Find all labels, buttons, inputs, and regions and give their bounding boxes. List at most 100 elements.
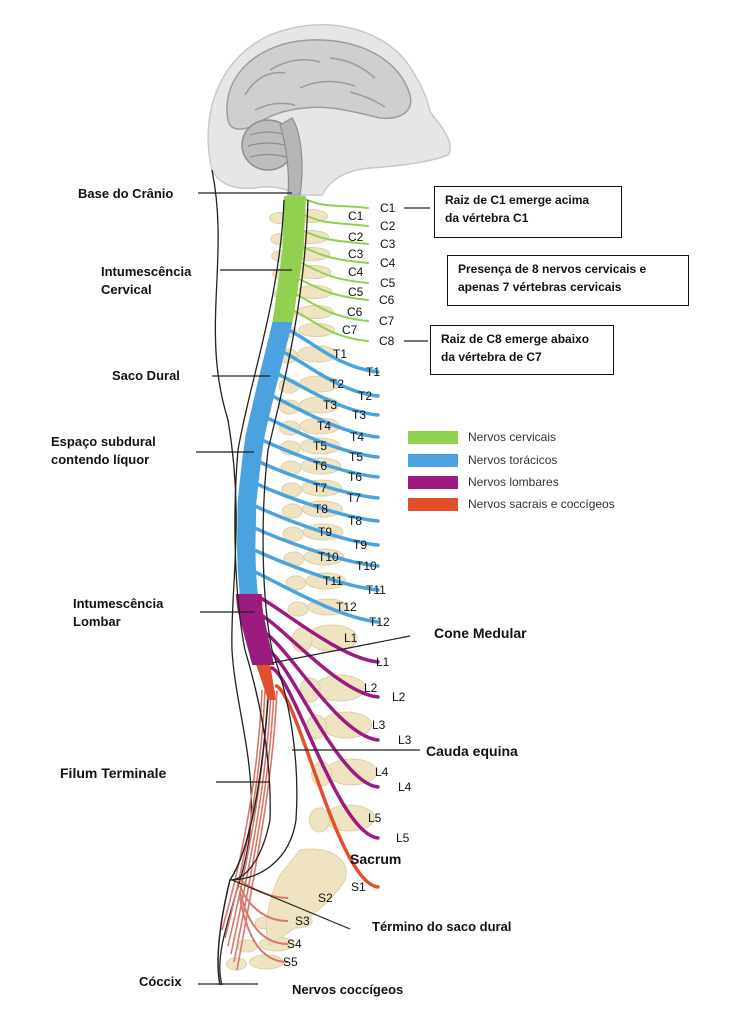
nerve-label-t3: T3 (352, 408, 366, 422)
vertebra-label-t12: T12 (336, 600, 357, 614)
nerve-label-c5: C5 (380, 276, 396, 290)
spinal-nerve-c4 (300, 245, 369, 264)
legend-item-sacral: Nervos sacrais e coccígeos (408, 496, 615, 512)
vertebra-process-l5 (309, 807, 330, 833)
nerve-label-t10: T10 (356, 559, 377, 573)
nerve-label-t6: T6 (348, 470, 362, 484)
brainstem (279, 117, 303, 196)
note-c8-box: Raiz de C8 emerge abaixo da vértebra de … (430, 325, 614, 375)
nerve-label-t7: T7 (347, 491, 361, 505)
vertebra-label-c4: C4 (348, 265, 364, 279)
vertebra-process-l2 (299, 677, 321, 703)
vertebra-label-s3: S3 (295, 914, 310, 928)
nerve-label-l3: L3 (398, 733, 412, 747)
nerve-label-t1: T1 (366, 365, 380, 379)
spinal-nerve-c5 (298, 261, 369, 284)
label-intumescencia-cervical-1: Intumescência (101, 264, 192, 279)
cord-segment-sacral (256, 665, 276, 700)
spinal-nerve-c7 (293, 293, 369, 322)
spinal-nerve-l2 (257, 612, 380, 699)
legend-swatch-thoracic (408, 453, 458, 467)
nerve-label-l4: L4 (398, 780, 412, 794)
sacral-nerve (239, 885, 289, 922)
vertebra-label-c7: C7 (342, 323, 358, 337)
legend-label-cervical: Nervos cervicais (468, 430, 557, 444)
vertebra-label-t7: T7 (313, 481, 327, 495)
leader-lines (196, 192, 430, 985)
dural-sac-left-outline (229, 199, 285, 881)
vertebra-label-l5: L5 (368, 811, 382, 825)
label-intumescencia-cervical-2: Cervical (101, 282, 152, 297)
nerve-label-l1: L1 (376, 655, 390, 669)
vertebra-label-t8: T8 (314, 502, 328, 516)
cauda-equina-strand (233, 689, 275, 963)
dural-sac-right-outline (229, 199, 309, 881)
vertebra-label-s2: S2 (318, 891, 333, 905)
label-sacrum: Sacrum (350, 851, 402, 867)
label-saco-dural: Saco Dural (112, 368, 180, 383)
nerve-label-t11: T11 (366, 583, 386, 597)
spinal-nerve-c1 (301, 197, 369, 209)
nerve-label-t5: T5 (349, 450, 363, 464)
spinal-nerve-t6 (260, 438, 380, 479)
vertebra-label-c3: C3 (348, 247, 364, 261)
cord-segment-cervical (272, 196, 306, 322)
cord-segment-thoracic (237, 322, 293, 594)
nerve-label-t2: T2 (358, 389, 372, 403)
nerve-label-c2: C2 (380, 219, 396, 233)
vertebra-label-t3: T3 (323, 398, 337, 412)
vertebra-labels: C1C2C3C4C5C6C7T1T2T3T4T5T6T7T8T9T10T11T1… (283, 209, 389, 969)
label-espaco-subdural-2: contendo líquor (51, 452, 150, 467)
vertebra-label-l1: L1 (344, 631, 358, 645)
spinal-nerve-t8 (255, 482, 380, 523)
label-intumescencia-lombar-1: Intumescência (73, 596, 164, 611)
vertebra-label-t1: T1 (333, 347, 347, 361)
vertebra-process-s5 (225, 957, 247, 971)
note-c1-line-2: da vértebra C1 (445, 211, 529, 225)
nerve-label-c8: C8 (379, 334, 395, 348)
legend-label-sacral: Nervos sacrais e coccígeos (468, 497, 615, 511)
legend-label-thoracic: Nervos torácicos (468, 453, 558, 467)
legend-label-lumbar: Nervos lombares (468, 475, 559, 489)
note-c1-line-1: Raiz de C1 emerge acima (445, 193, 590, 207)
vertebra-process-t9 (282, 526, 304, 542)
vertebra-process-t8 (281, 503, 303, 519)
nerve-label-t8: T8 (348, 514, 362, 528)
note-c8-line-1: Raiz de C8 emerge abaixo (441, 332, 590, 346)
nerve-label-c1: C1 (380, 201, 396, 215)
nerve-label-s1: S1 (351, 880, 366, 894)
spinal-nerve-l3 (261, 630, 380, 742)
nerve-labels: C1C2C3C4C5C6C7C8T1T2T3T4T5T6T7T8T9T10T11… (347, 201, 412, 894)
label-termino-saco-dural: Término do saco dural (372, 919, 512, 934)
vertebra-label-l4: L4 (375, 765, 389, 779)
vertebra-label-t5: T5 (313, 439, 327, 453)
legend-item-thoracic: Nervos torácicos (408, 452, 557, 468)
spinal-nerve-t1 (286, 328, 380, 374)
spinal-cord (217, 196, 309, 986)
vertebra-label-l2: L2 (364, 681, 378, 695)
nerve-label-c6: C6 (379, 293, 395, 307)
cauda-equina-strand (236, 689, 278, 971)
vertebra-process-t11 (285, 575, 307, 591)
label-espaco-subdural-1: Espaço subdural (51, 434, 156, 449)
sacral-nerve (239, 897, 289, 963)
label-cauda-equina: Cauda equina (426, 743, 518, 759)
vertebra-label-t6: T6 (313, 459, 327, 473)
label-base-cranio: Base do Crânio (78, 186, 174, 201)
spinal-nerve-c8 (291, 309, 369, 342)
label-intumescencia-lombar-2: Lombar (73, 614, 121, 629)
vertebra-process-t12 (287, 601, 309, 617)
label-coccix: Cóccix (139, 974, 182, 989)
brain-folds (244, 57, 386, 111)
nerve-label-c7: C7 (379, 314, 395, 328)
filum-terminale (217, 699, 269, 986)
vertebra-label-c5: C5 (348, 285, 364, 299)
label-filum-terminale: Filum Terminale (60, 765, 167, 781)
leader-cone-medular (271, 635, 411, 664)
label-cone-medular: Cone Medular (434, 625, 527, 641)
cauda-equina-strand (221, 689, 263, 931)
cauda-equina-strand (230, 689, 272, 955)
spinal-nerve-c6 (296, 277, 369, 301)
